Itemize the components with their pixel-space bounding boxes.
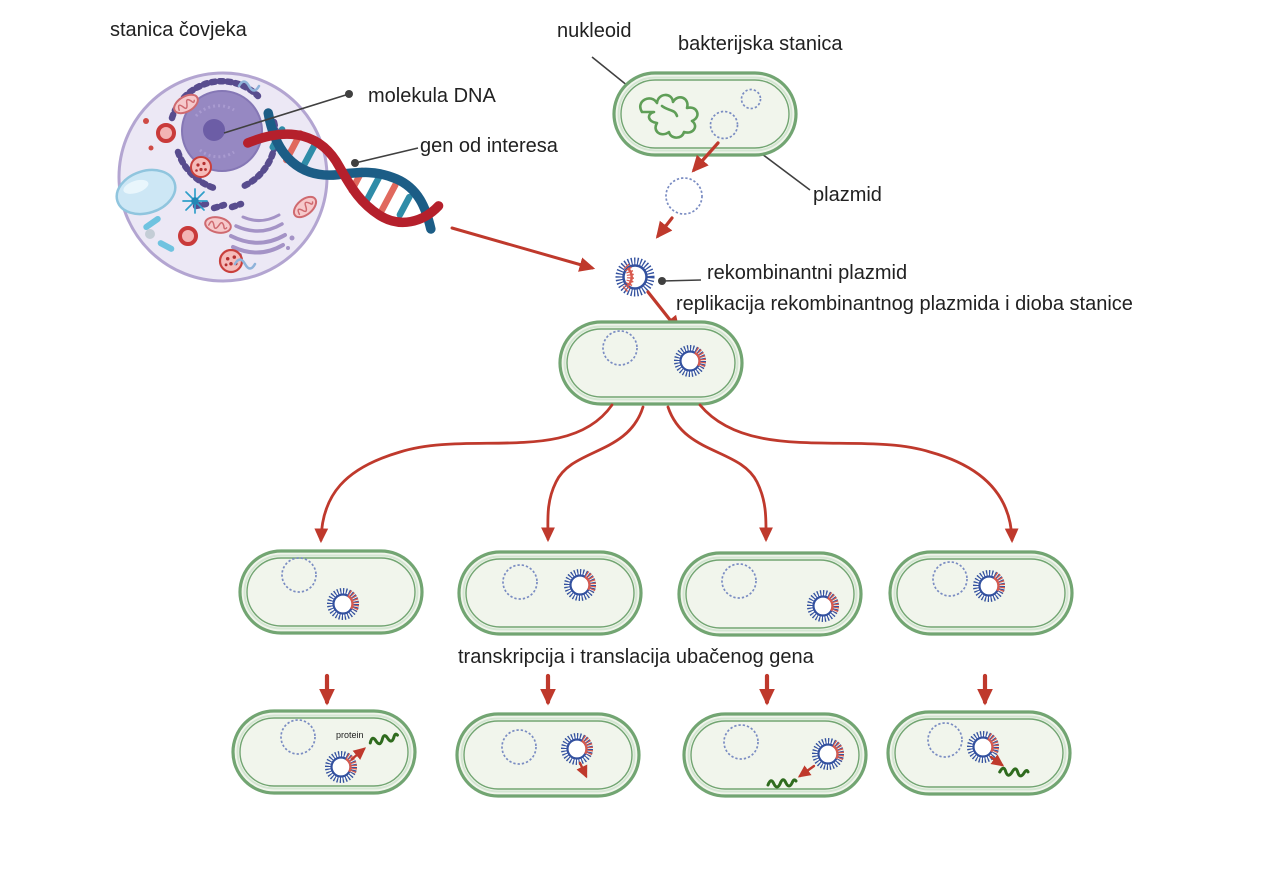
daughter-cell-2 (457, 550, 643, 636)
label-dna-molecule: molekula DNA (368, 85, 496, 107)
expressing-cell-1 (231, 709, 417, 795)
expression-arrows (319, 673, 993, 706)
dna-strand-blue (263, 108, 436, 234)
arrow-to-recombinant (655, 216, 674, 239)
expressing-cell-3 (682, 712, 868, 798)
daughter-cell-1 (238, 549, 424, 635)
arrow-protein (797, 764, 816, 778)
expressing-cell-2 (455, 712, 641, 798)
dna-helix (243, 108, 444, 234)
bacterial-cell-top (612, 71, 798, 157)
daughter-cell-4 (888, 550, 1074, 636)
arrow-protein (350, 747, 367, 761)
human-cell-illustration (115, 71, 329, 283)
recombinant-plasmid (615, 257, 655, 297)
bacterial-cell-transformed (558, 320, 744, 406)
golgi-apparatus (229, 213, 295, 257)
label-recombinant-plasmid: rekombinantni plazmid (707, 262, 908, 284)
daughter-cell-3 (677, 551, 863, 637)
expressing-cell-4 (886, 710, 1072, 796)
label-bacterial-cell: bakterijska stanica (678, 33, 843, 55)
arrow-plasmid-out (691, 141, 720, 173)
free-plasmid (665, 177, 703, 215)
nucleolus (203, 119, 225, 141)
centriole (182, 188, 208, 214)
label-transcription: transkripcija i translacija ubačenog gen… (458, 646, 814, 668)
arrow-protein (576, 761, 588, 779)
plasmid-circle (709, 110, 739, 140)
label-protein: protein (336, 730, 364, 740)
label-nucleoid: nukleoid (557, 20, 632, 42)
dna-strand-red (243, 129, 444, 227)
plasmid-circle (740, 88, 762, 110)
label-plasmid: plazmid (813, 184, 882, 206)
vesicle (156, 123, 176, 143)
arrow-gene-to-plasmid (450, 226, 596, 272)
label-gene-of-interest: gen od interesa (420, 135, 558, 157)
vacuole (115, 168, 177, 216)
lysosome (190, 156, 212, 178)
division-arrows (314, 403, 1019, 544)
vesicle (178, 226, 198, 246)
arrow-protein (989, 754, 1005, 767)
nucleoid-shape (639, 93, 699, 139)
label-human-cell: stanica čovjeka (110, 19, 247, 41)
label-replication: replikacija rekombinantnog plazmida i di… (676, 293, 1133, 315)
